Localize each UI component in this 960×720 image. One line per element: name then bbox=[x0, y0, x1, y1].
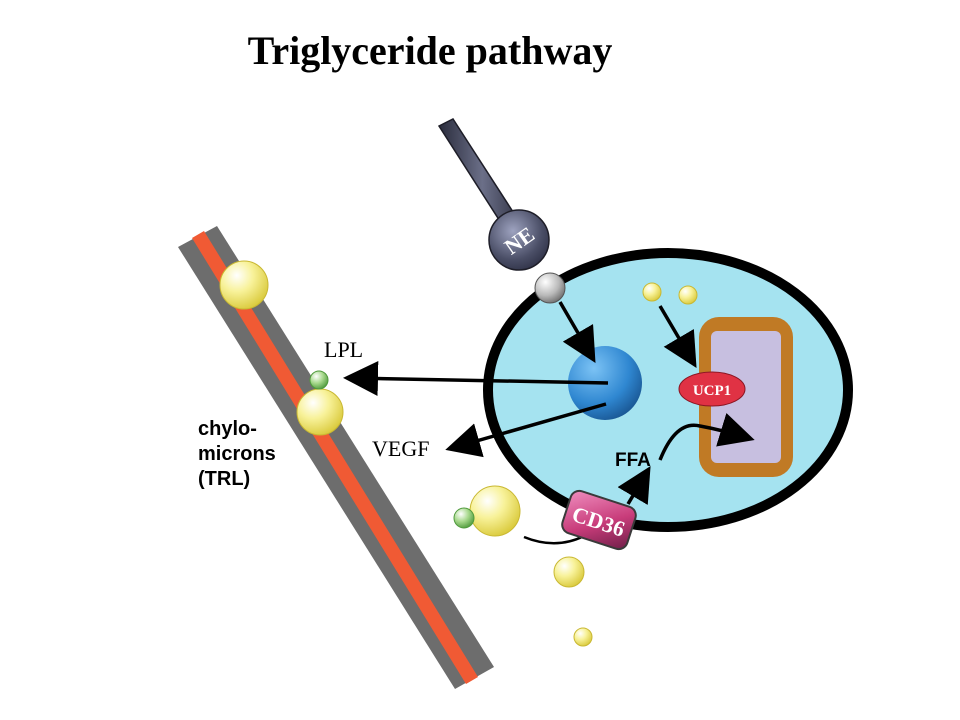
ffa-to-mitochondrion-arrow bbox=[658, 413, 755, 461]
cd36-to-ffa-arrow bbox=[617, 465, 651, 506]
ne-terminal-bulb bbox=[488, 209, 550, 271]
chylomicrons-label-line1: chylo- bbox=[198, 418, 257, 440]
ne-nerve-terminal: NE bbox=[437, 118, 550, 271]
ffa-label: FFA bbox=[615, 450, 651, 471]
adrenergic-receptor bbox=[534, 272, 566, 304]
fatty-acid-particle bbox=[553, 556, 585, 588]
vessel-lumen bbox=[192, 231, 478, 684]
vegf-label: VEGF bbox=[372, 436, 429, 461]
chylomicron-particle bbox=[296, 388, 344, 436]
nucleus-to-vegf-arrow bbox=[445, 402, 607, 458]
lpl-particle bbox=[453, 507, 475, 529]
blood-vessel bbox=[178, 226, 494, 689]
receptor-to-nucleus-arrow bbox=[558, 301, 596, 364]
lipid-droplet bbox=[678, 285, 698, 305]
droplet-to-ucp1-arrow bbox=[658, 305, 697, 369]
chylomicrons-label: chylo- microns (TRL) bbox=[198, 418, 276, 490]
chylomicrons-label-line3: (TRL) bbox=[198, 468, 250, 490]
chylomicrons-label-line2: microns bbox=[198, 443, 276, 465]
lpl-label: LPL bbox=[324, 337, 363, 362]
extracellular-particles bbox=[453, 485, 593, 647]
arrows bbox=[343, 301, 755, 545]
cd36-transporter: CD36 bbox=[561, 489, 637, 551]
lpl-particle bbox=[309, 370, 329, 390]
ucp1-protein: UCP1 bbox=[678, 371, 746, 407]
diagram-title: Triglyceride pathway bbox=[248, 28, 613, 73]
chylomicron-particle bbox=[219, 260, 269, 310]
ucp1-label: UCP1 bbox=[693, 383, 731, 399]
chylomicron-particle bbox=[469, 485, 521, 537]
fatty-acid-particle bbox=[573, 627, 593, 647]
nucleus-to-lpl-arrow bbox=[343, 361, 609, 397]
vessel-fenestrations bbox=[381, 462, 428, 521]
particle-to-cd36-path bbox=[523, 534, 585, 545]
adipocyte-cell bbox=[483, 248, 853, 532]
lipid-droplet bbox=[642, 282, 662, 302]
